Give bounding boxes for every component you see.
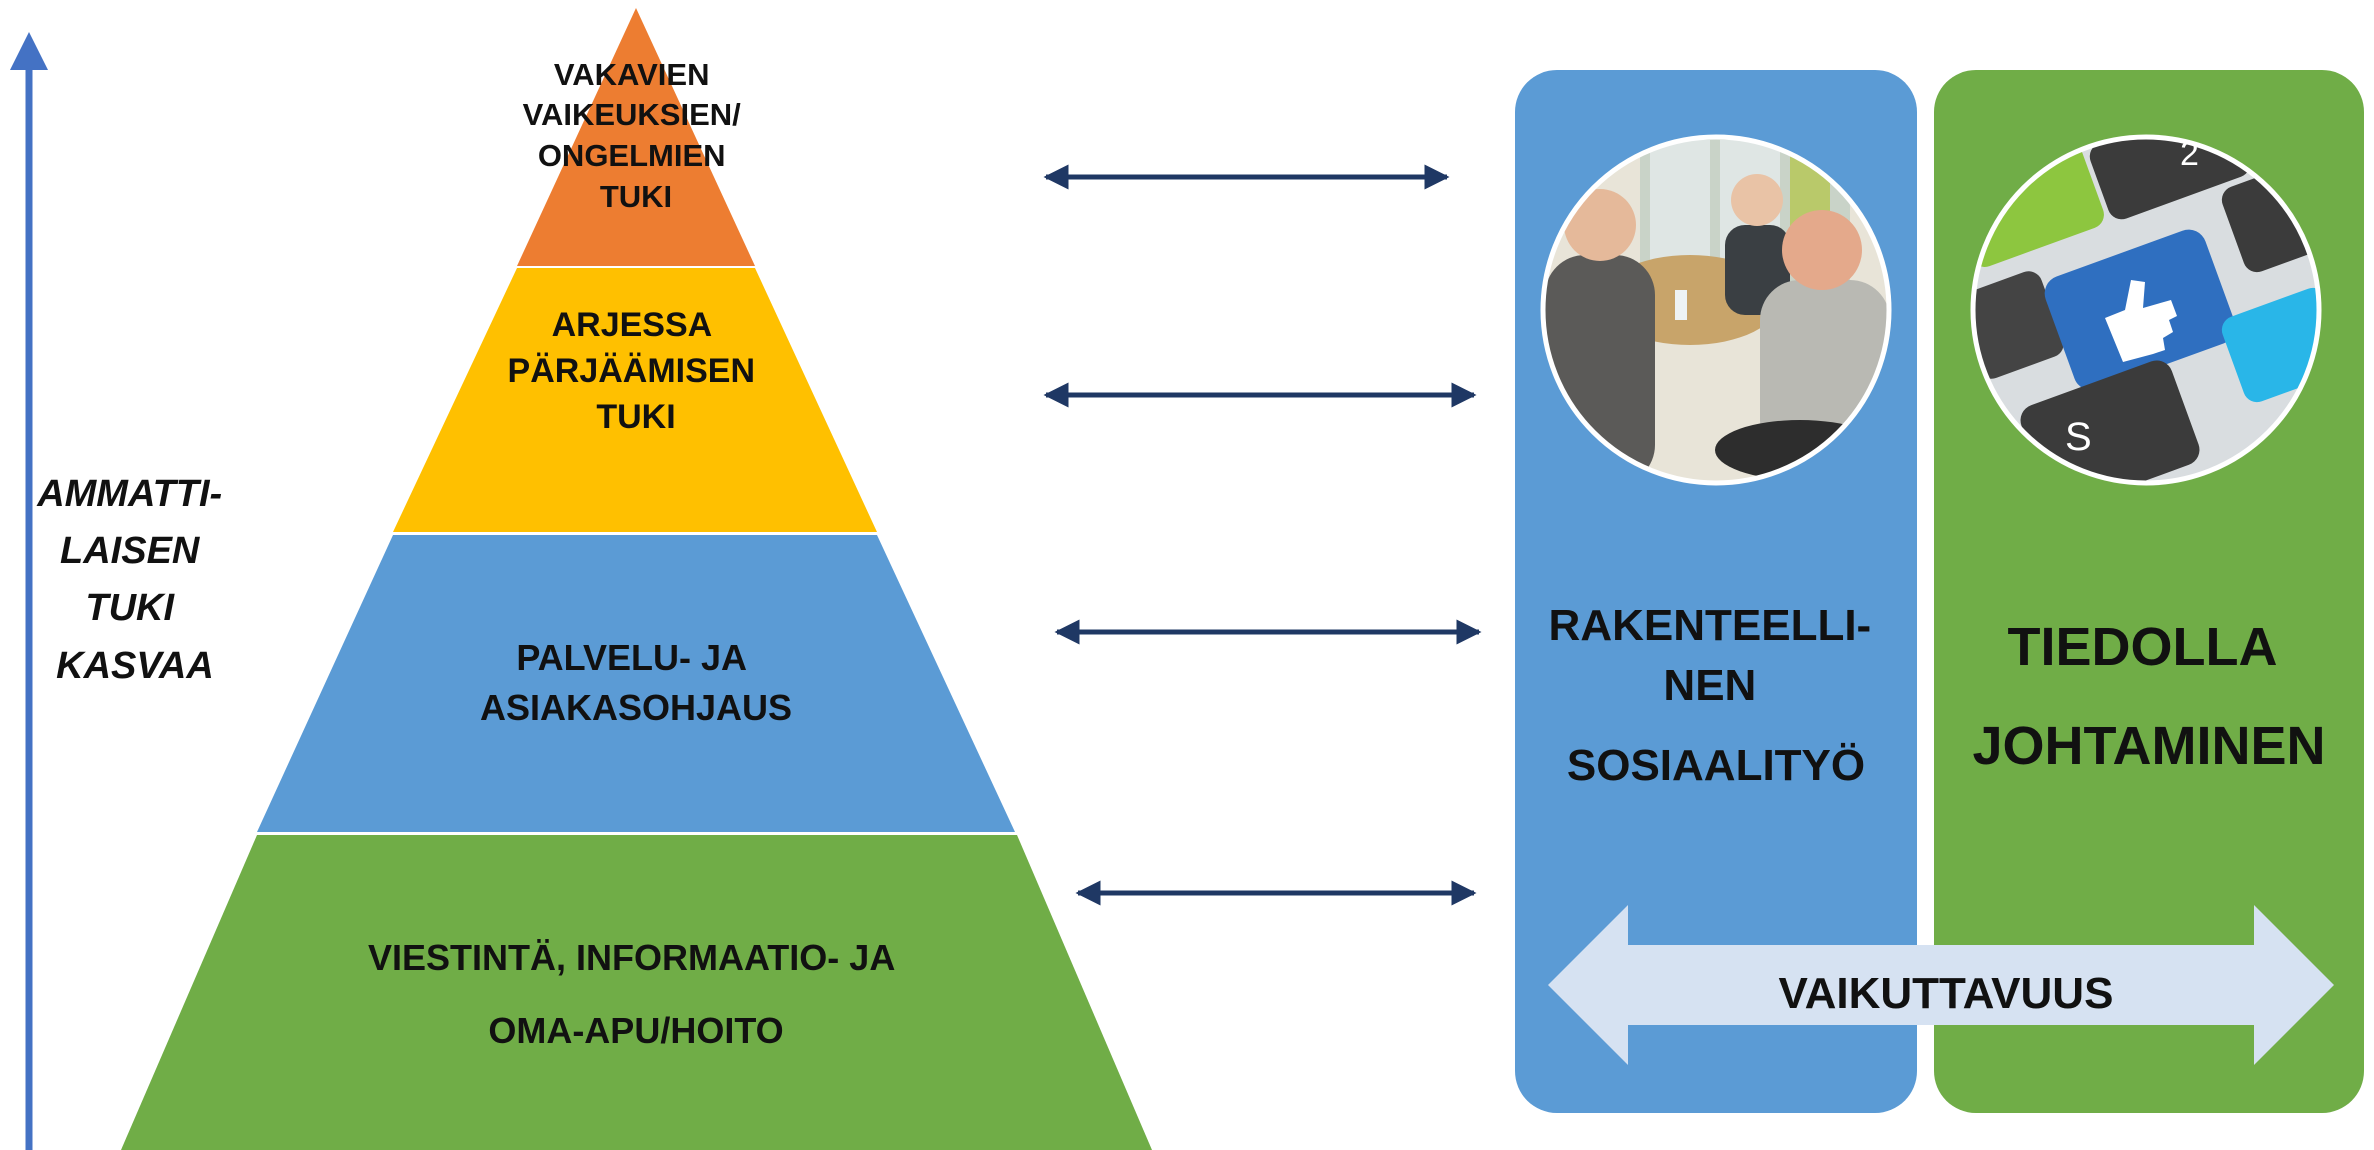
knowledge-management-label: TIEDOLLA JOHTAMINEN — [1972, 617, 2325, 776]
pyramid-third-line: ASIAKASOHJAUS — [480, 687, 792, 728]
pyramid-level-top — [517, 8, 755, 266]
pyramid-level-base — [121, 835, 1152, 1150]
pyramid-second-label: ARJESSA PÄRJÄÄMISEN TUKI — [508, 306, 765, 436]
support-increase-label: AMMATTI- LAISEN TUKI KASVAA — [36, 473, 233, 687]
pyramid-level-third — [257, 535, 1015, 832]
pyramid-base-label: VIESTINTÄ, INFORMAATIO- JA OMA-APU/HOITO — [368, 937, 904, 1051]
pyramid-second-line: PÄRJÄÄMISEN — [508, 352, 755, 390]
social-work-line: NEN — [1663, 661, 1756, 710]
social-work-panel: RAKENTEELLI- NEN SOSIAALITYÖ — [1515, 70, 1917, 1113]
elderly-people-at-table-photo — [1540, 134, 1892, 486]
side-label-line: LAISEN — [60, 530, 201, 572]
pyramid-third-line: PALVELU- JA — [516, 637, 747, 678]
support-increase-axis-arrow — [10, 32, 48, 1150]
support-pyramid: VAKAVIEN VAIKEUKSIEN/ ONGELMIEN TUKI ARJ… — [121, 8, 1152, 1150]
impact-label: VAIKUTTAVUUS — [1779, 969, 2114, 1018]
pyramid-level-second — [393, 268, 877, 532]
pyramid-base-line: OMA-APU/HOITO — [488, 1010, 783, 1051]
pyramid-base-line: VIESTINTÄ, INFORMAATIO- JA — [368, 937, 895, 978]
side-label-line: TUKI — [85, 587, 175, 629]
pyramid-top-line: ONGELMIEN — [538, 138, 726, 173]
impact-double-arrow: VAIKUTTAVUUS — [1548, 905, 2334, 1065]
social-work-line: SOSIAALITYÖ — [1567, 741, 1865, 790]
pyramid-top-line: VAIKEUKSIEN/ — [523, 97, 742, 132]
connector-arrows — [1043, 164, 1482, 906]
knowledge-management-line: TIEDOLLA — [2008, 617, 2277, 677]
pyramid-second-line: ARJESSA — [552, 306, 712, 344]
pyramid-top-line: TUKI — [600, 179, 672, 214]
pyramid-third-label: PALVELU- JA ASIAKASOHJAUS — [480, 637, 792, 728]
svg-text:S: S — [2065, 415, 2092, 459]
side-label-line: AMMATTI- — [36, 473, 222, 515]
pyramid-top-line: VAKAVIEN — [554, 57, 710, 92]
knowledge-management-panel: S 2 TIEDOLLA JOHTAMINEN — [1934, 70, 2364, 1113]
social-work-label: RAKENTEELLI- NEN SOSIAALITYÖ — [1549, 601, 1884, 790]
social-work-line: RAKENTEELLI- — [1549, 601, 1872, 650]
knowledge-management-line: JOHTAMINEN — [1972, 716, 2325, 776]
side-label-line: KASVAA — [56, 645, 214, 687]
pyramid-top-label: VAKAVIEN VAIKEUKSIEN/ ONGELMIEN TUKI — [523, 57, 750, 214]
pyramid-second-line: TUKI — [596, 398, 675, 436]
